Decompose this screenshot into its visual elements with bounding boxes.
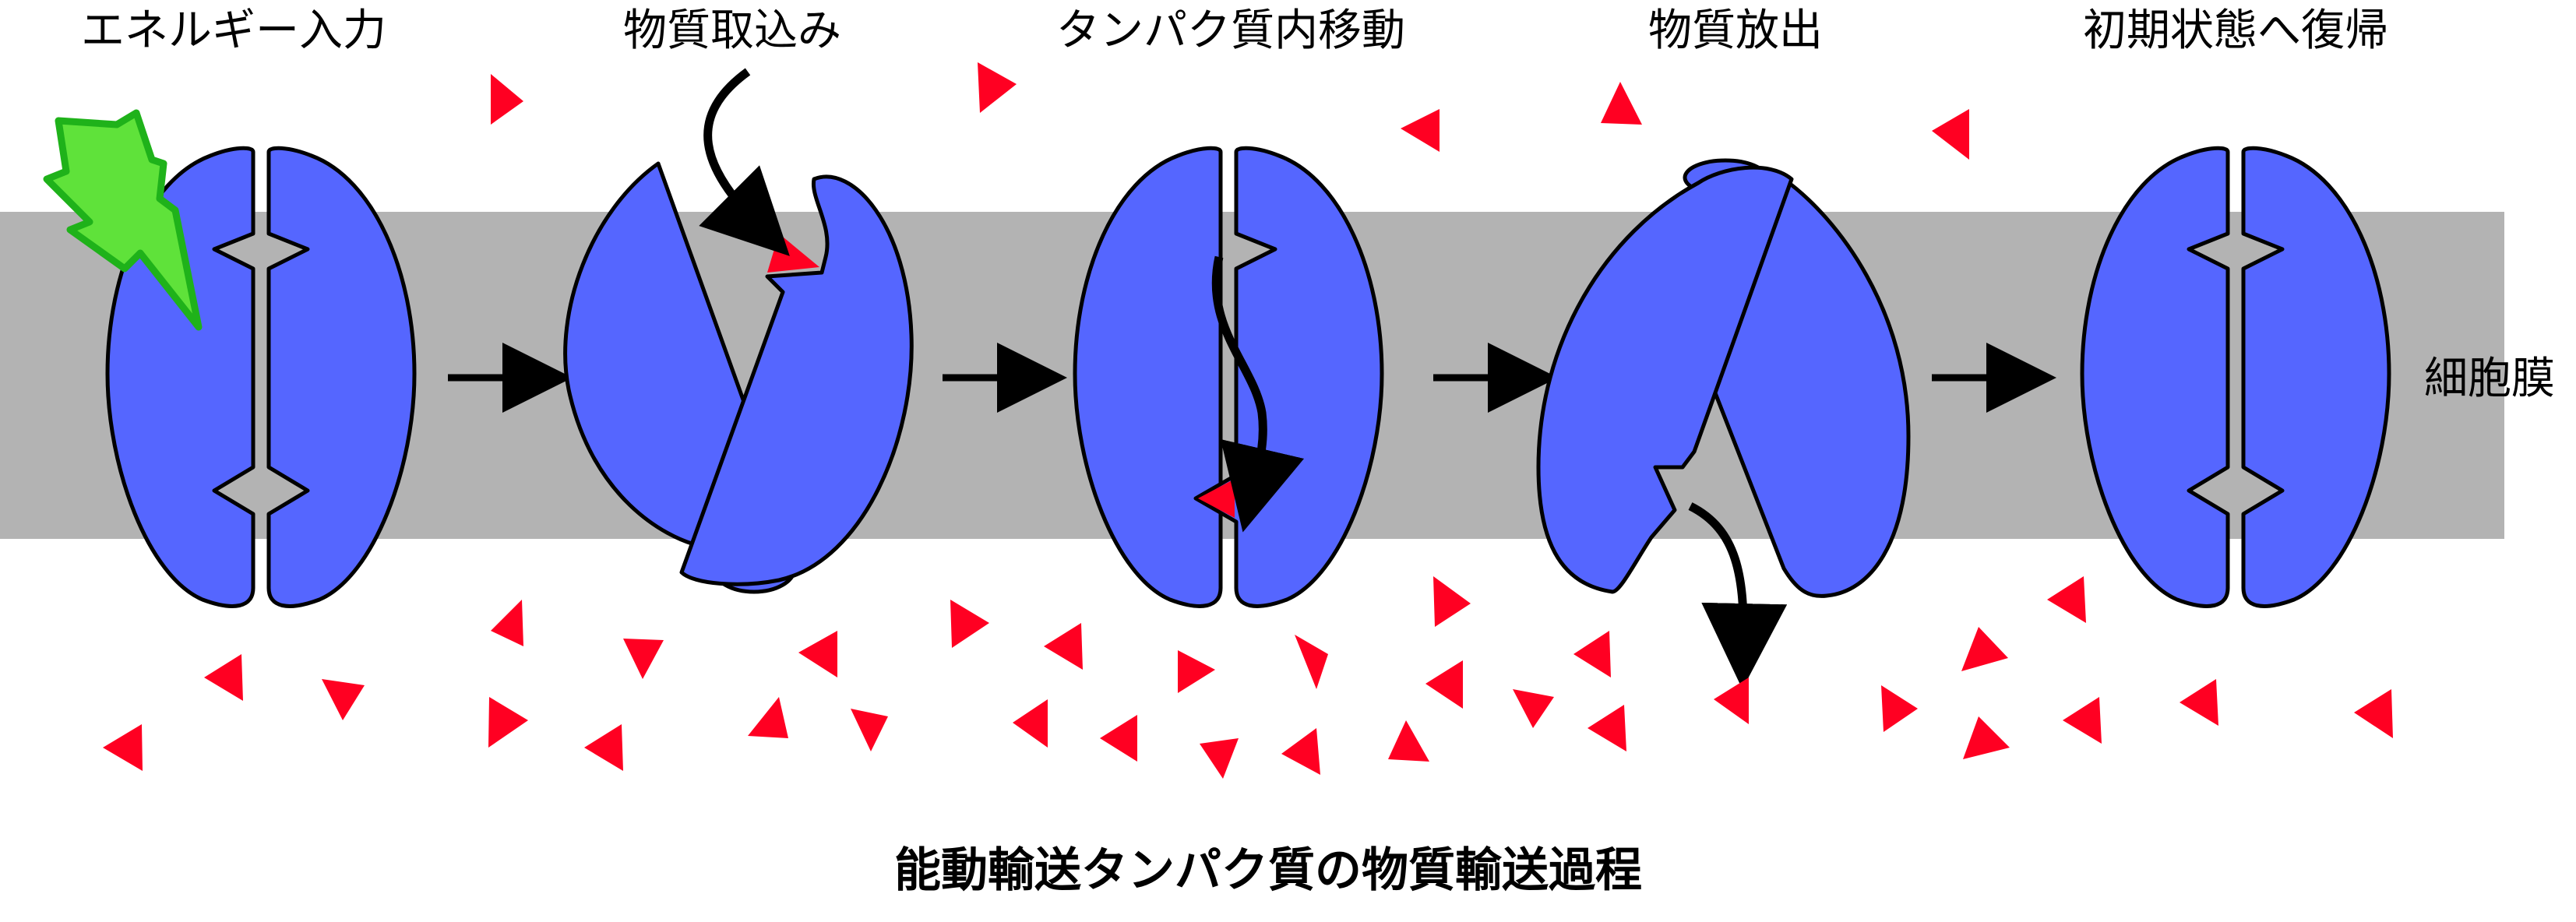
triangle-molecule-icon [1573, 631, 1611, 677]
triangle-molecule-icon [748, 697, 788, 738]
triangle-molecule-icon [491, 600, 523, 646]
triangle-molecule-icon [1513, 689, 1554, 728]
triangle-molecule-icon [2354, 689, 2393, 738]
triangle-molecule-icon [1961, 627, 2008, 671]
diagram-caption: 能動輸送タンパク質の物質輸送過程 [894, 843, 1642, 898]
triangle-molecule-icon [204, 654, 243, 701]
uptake-arrow [699, 68, 790, 256]
triangle-molecule-icon [584, 724, 623, 771]
triangle-molecule-icon [798, 631, 837, 677]
stage-title-energy-input: エネルギー入力 [81, 5, 386, 56]
triangle-molecule-icon [103, 724, 143, 771]
triangle-molecule-icon [978, 62, 1017, 113]
triangle-molecule-icon [1601, 82, 1642, 125]
triangle-molecule-icon [2180, 679, 2218, 726]
stage-title-internal-movement: タンパク質内移動 [1056, 5, 1405, 56]
triangle-molecule-icon [1932, 109, 1969, 160]
triangle-molecule-icon [950, 600, 989, 648]
lightning-bolt-icon [43, 109, 203, 331]
triangle-molecule-icon [488, 697, 528, 748]
transporter-stage-1 [43, 109, 417, 608]
triangle-molecule-icon [623, 639, 664, 679]
triangle-molecule-icon [1044, 623, 1083, 670]
triangle-molecule-icon [1588, 705, 1626, 751]
internal-movement-arrow [1211, 255, 1305, 533]
membrane-label: 細胞膜 [2424, 354, 2555, 404]
transporter-stage-2 [563, 68, 914, 594]
triangle-molecule-icon [2047, 576, 2086, 623]
protein-right-half [2241, 146, 2391, 608]
triangle-molecule-icon [1100, 715, 1137, 762]
substrate-molecules [103, 62, 2393, 779]
stage-title-release: 物質放出 [1648, 5, 1823, 56]
triangle-molecule-icon [1200, 738, 1239, 779]
protein-left-half [1536, 165, 1794, 594]
transporter-stage-4 [1536, 158, 1911, 689]
triangle-molecule-icon [1388, 720, 1429, 762]
stage-title-uptake: 物質取込み [623, 5, 841, 56]
transporter-stage-5 [2080, 146, 2391, 608]
triangle-molecule-icon [1881, 685, 1918, 732]
triangle-molecule-icon [1281, 728, 1320, 775]
protein-left-half [2080, 146, 2230, 608]
triangle-molecule-icon [322, 679, 365, 720]
triangle-molecule-icon [1401, 109, 1440, 152]
protein-left-half [563, 161, 750, 547]
release-arrow [1688, 502, 1788, 689]
protein-right-half [679, 174, 914, 586]
stage-title-reset: 初期状態へ復帰 [2083, 5, 2388, 56]
triangle-molecule-icon [491, 74, 523, 125]
transporter-stage-3 [1073, 146, 1384, 608]
protein-right-half [266, 146, 417, 608]
triangle-molecule-icon [1425, 660, 1463, 709]
triangle-molecule-icon [851, 709, 888, 751]
triangle-molecule-icon [1178, 650, 1215, 693]
triangle-molecule-icon [1963, 716, 2010, 759]
triangle-molecule-icon [2063, 697, 2102, 744]
triangle-molecule-icon [1433, 576, 1471, 627]
triangle-molecule-icon [1714, 677, 1749, 724]
protein-left-half [1073, 146, 1223, 608]
triangle-molecule-icon [1295, 635, 1328, 689]
triangle-molecule-icon [1013, 699, 1048, 748]
